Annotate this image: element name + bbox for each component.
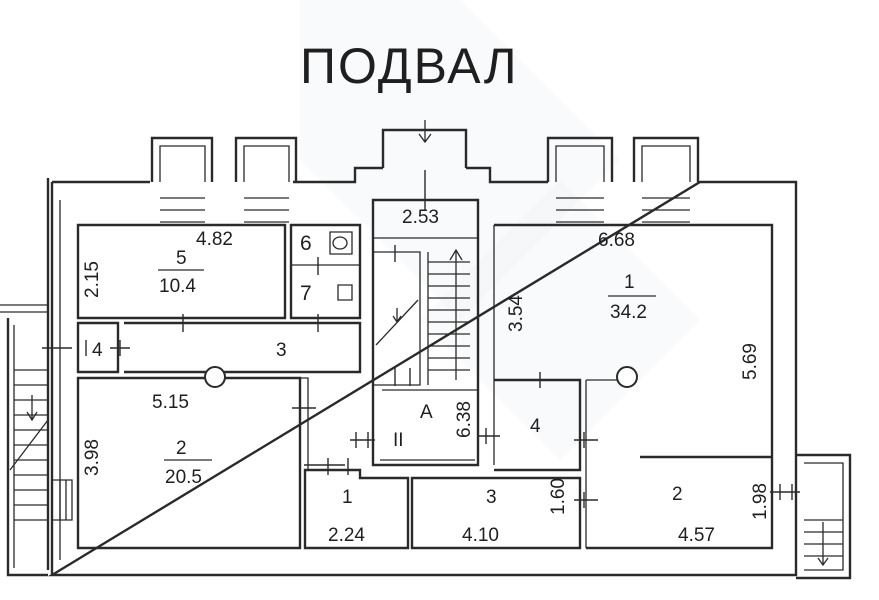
length-2-24: 2.24 [328,525,365,546]
stair-width: 2.53 [402,207,439,228]
room-1-small-number: 1 [342,487,353,508]
room-7-number: 7 [300,282,312,305]
corridor-3-number: 3 [276,340,287,361]
stair-roman-two: II [393,430,404,451]
light-fixtures [204,366,638,388]
right-exterior-stair [796,453,852,580]
window-wells [150,120,700,223]
height-1-98: 1.98 [750,483,771,520]
room-1-area: 34.2 [610,302,647,323]
room-6-number: 6 [300,232,312,255]
height-5-69: 5.69 [740,343,761,380]
door-markers [42,170,800,508]
room-4-right-number: 4 [530,416,541,437]
room-labels: 5 10.4 4.82 2.15 6 7 4 3 5.15 2 20.5 3.9… [82,207,771,546]
plan-title: ПОДВАЛ [300,38,519,94]
room-5-width: 2.15 [82,261,103,298]
length-5-15: 5.15 [152,392,189,413]
height-3-98: 3.98 [82,439,103,476]
room-1-height: 3.54 [506,295,527,332]
room-5-area: 10.4 [159,276,196,297]
stair-length: 6.38 [454,401,475,438]
room-3-bottom-number: 3 [486,487,497,508]
room-5-number: 5 [176,248,187,269]
length-4-10: 4.10 [462,525,499,546]
left-exterior-stair [6,318,73,577]
room-2-right-number: 2 [672,484,683,505]
room-4-left-number: 4 [92,340,103,361]
room-5-length: 4.82 [196,229,233,250]
length-4-57: 4.57 [678,525,715,546]
watermark [300,0,700,460]
room-1-length: 6.68 [598,230,635,251]
room-2-area: 20.5 [165,467,202,488]
interior-walls [76,198,774,550]
room-1-number: 1 [624,272,635,293]
stair-letter-a: A [420,402,433,423]
room-2-number: 2 [176,438,187,459]
height-1-60: 1.60 [548,478,569,515]
